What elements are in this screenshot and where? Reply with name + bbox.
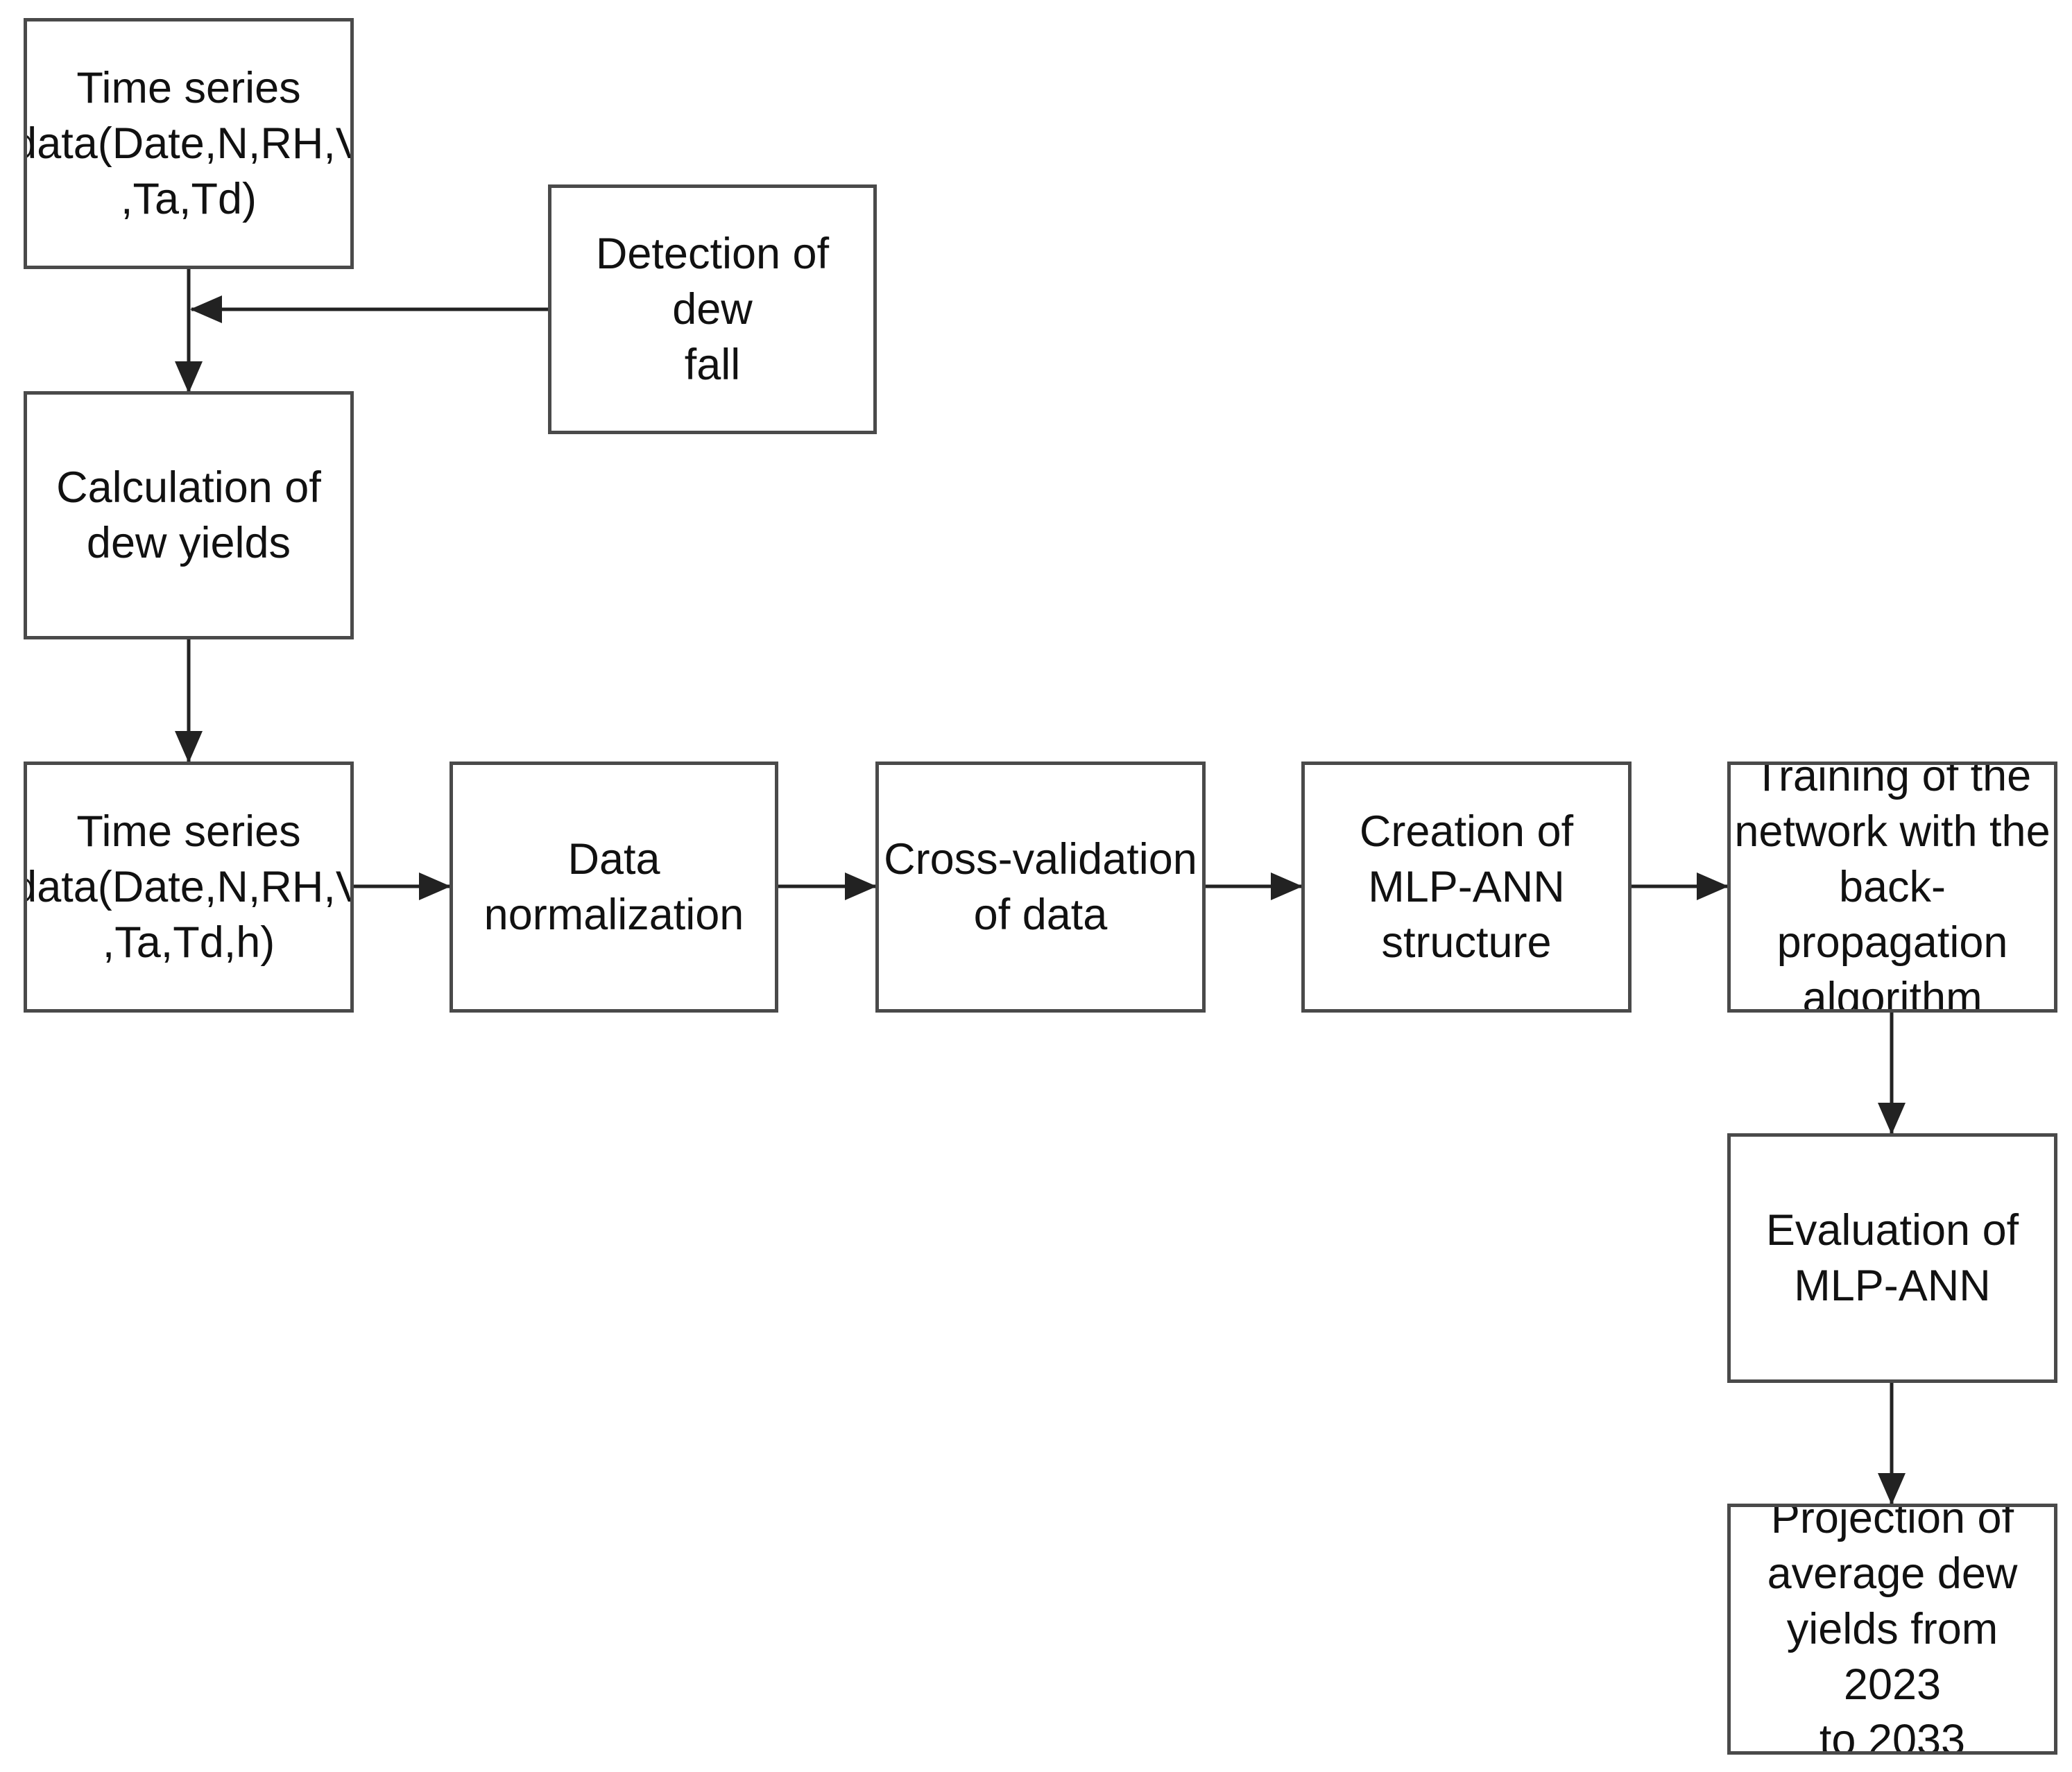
- time-series-data-input-label: Time series data(Date,N,RH,V ,Ta,Td): [24, 64, 354, 223]
- evaluation-of-mlp-ann-box: Evaluation of MLP-ANN: [1727, 1133, 2057, 1383]
- time-series-data-with-h-label: Time series data(Date,N,RH,V ,Ta,Td,h): [24, 807, 354, 967]
- projection-of-average-dew-yields-box: Projection of average dew yields from 20…: [1727, 1504, 2057, 1755]
- creation-of-mlp-ann-structure-box: Creation of MLP-ANN structure: [1301, 762, 1632, 1013]
- cross-validation-of-data-box: Cross-validation of data: [875, 762, 1206, 1013]
- projection-of-average-dew-yields-label: Projection of average dew yields from 20…: [1767, 1504, 2018, 1755]
- training-of-the-network-box: Training of the network with the back-pr…: [1727, 762, 2057, 1013]
- creation-of-mlp-ann-structure-label: Creation of MLP-ANN structure: [1359, 807, 1574, 967]
- training-of-the-network-label: Training of the network with the back-pr…: [1734, 762, 2050, 1013]
- data-normalization-box: Data normalization: [449, 762, 778, 1013]
- detection-of-dew-fall-label: Detection of dew fall: [595, 230, 830, 389]
- calculation-of-dew-yields-box: Calculation of dew yields: [24, 391, 354, 639]
- detection-of-dew-fall-box: Detection of dew fall: [548, 184, 877, 434]
- cross-validation-of-data-label: Cross-validation of data: [884, 835, 1197, 939]
- data-normalization-label: Data normalization: [483, 835, 744, 939]
- time-series-data-input-box: Time series data(Date,N,RH,V ,Ta,Td): [24, 18, 354, 269]
- calculation-of-dew-yields-label: Calculation of dew yields: [56, 463, 321, 567]
- evaluation-of-mlp-ann-label: Evaluation of MLP-ANN: [1765, 1206, 2019, 1310]
- time-series-data-with-h-box: Time series data(Date,N,RH,V ,Ta,Td,h): [24, 762, 354, 1013]
